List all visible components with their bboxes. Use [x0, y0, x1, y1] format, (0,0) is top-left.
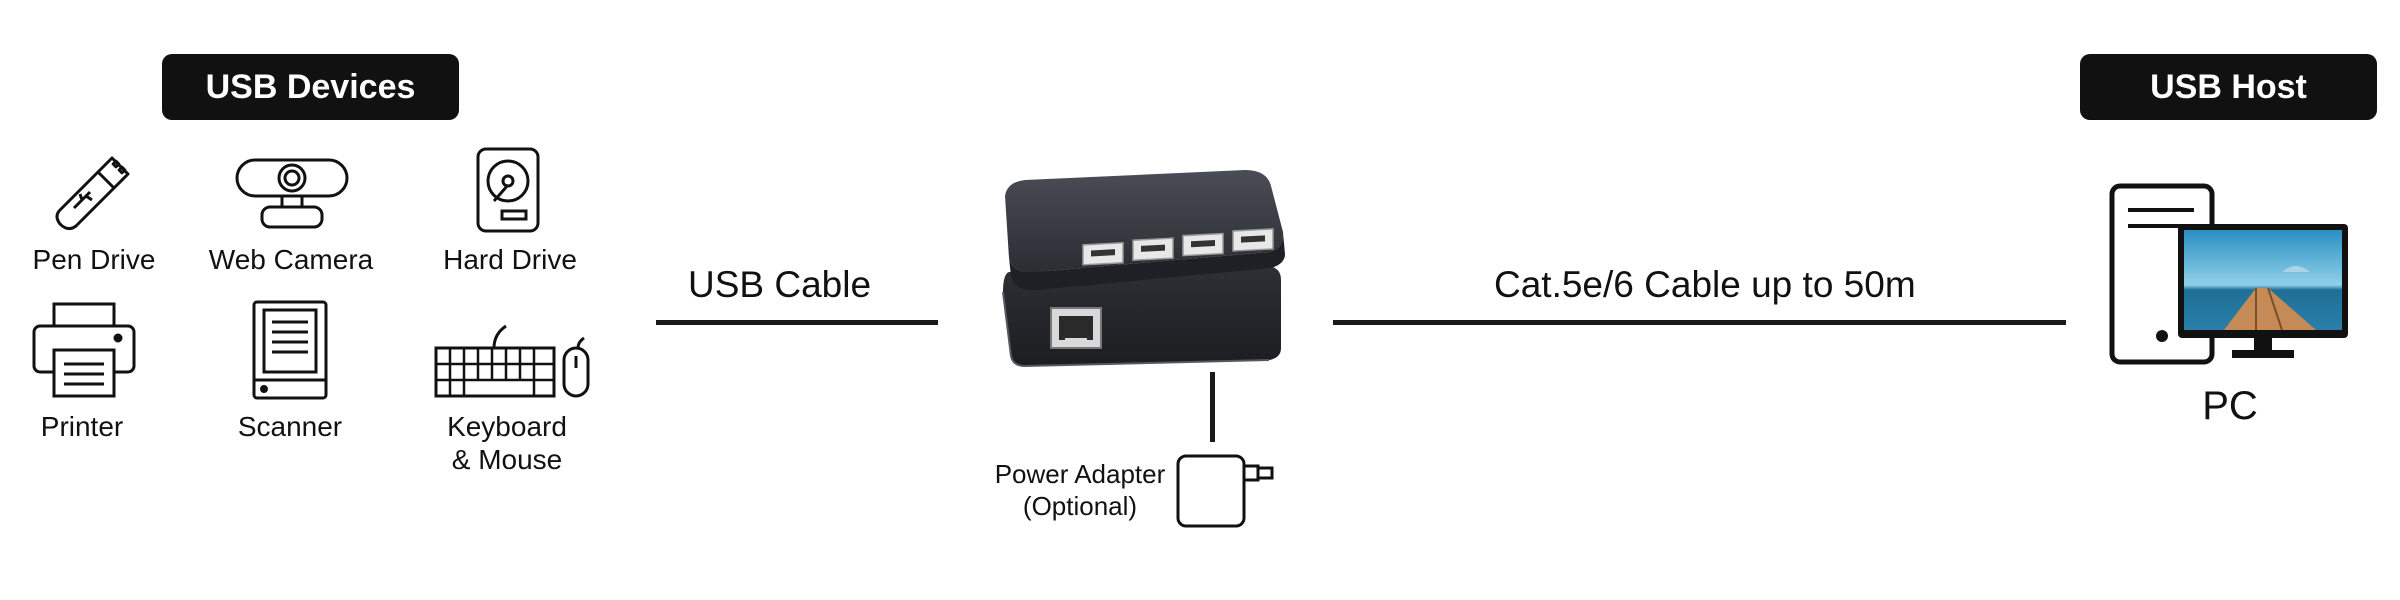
webcam-icon — [235, 158, 349, 229]
pc-tower-monitor-icon — [2109, 183, 2348, 365]
hard-drive-icon — [476, 147, 540, 233]
device-label-web-camera: Web Camera — [208, 244, 374, 275]
power-cable-line — [1210, 372, 1215, 442]
device-label-printer: Printer — [40, 411, 124, 442]
usb-extender-hub-image — [1002, 170, 1285, 368]
usb-devices-title: USB Devices — [162, 54, 459, 120]
usb-host-title: USB Host — [2080, 54, 2377, 120]
scanner-icon — [252, 300, 328, 400]
device-label-keyboard-line1: Keyboard — [447, 411, 567, 442]
device-label-scanner: Scanner — [237, 411, 343, 442]
cat-cable-line — [1333, 320, 2066, 325]
device-label-keyboard-mouse: Keyboard & Mouse — [422, 410, 592, 476]
printer-icon — [32, 302, 136, 398]
usb-cable-label: USB Cable — [688, 264, 872, 305]
device-label-keyboard-line2: & Mouse — [451, 444, 563, 475]
cat-cable-label: Cat.5e/6 Cable up to 50m — [1494, 264, 1916, 305]
power-adapter-icon — [1176, 454, 1274, 528]
power-adapter-label-line2: (Optional) — [1022, 491, 1138, 521]
pc-label: PC — [2202, 384, 2258, 428]
usb-cable-line — [656, 320, 938, 325]
power-adapter-label: Power Adapter (Optional) — [990, 458, 1170, 522]
keyboard-mouse-icon — [434, 324, 590, 398]
power-adapter-label-line1: Power Adapter — [994, 459, 1166, 489]
usb-pen-drive-icon — [55, 156, 130, 231]
device-label-hard-drive: Hard Drive — [443, 244, 577, 275]
device-label-pen-drive: Pen Drive — [32, 244, 156, 275]
